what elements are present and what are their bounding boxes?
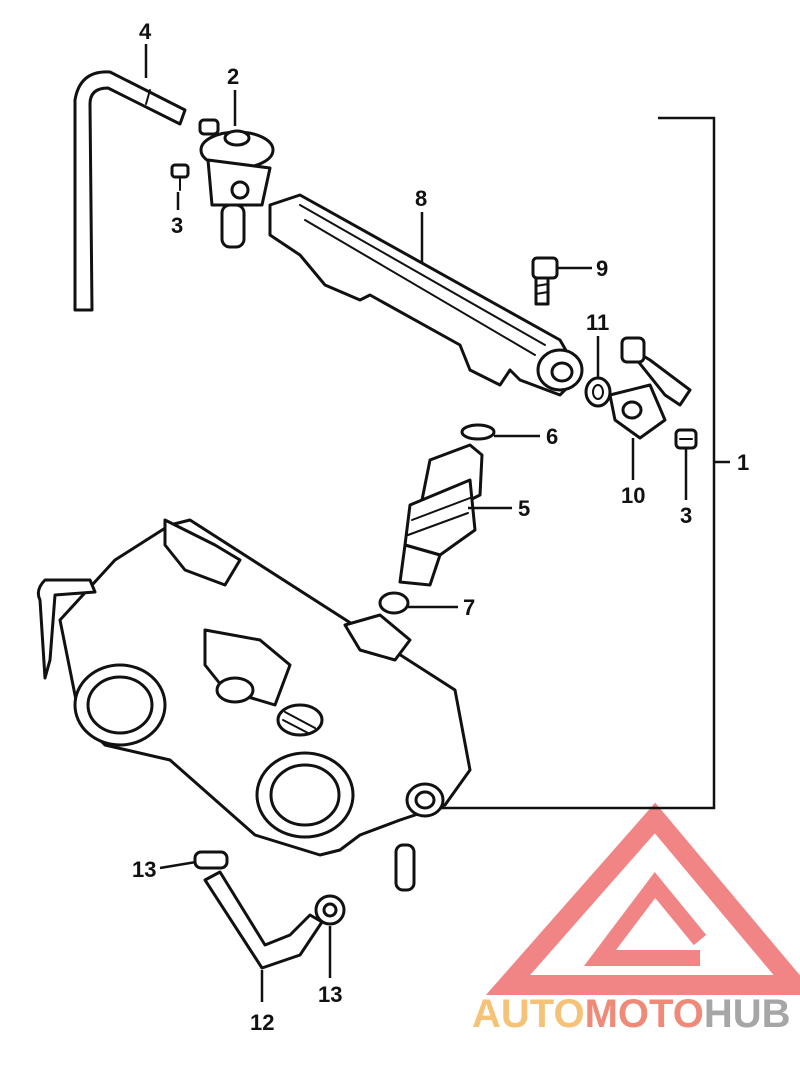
injector-seal <box>460 423 496 441</box>
callout-5: 5 <box>518 496 530 521</box>
callout-12: 12 <box>250 1010 274 1035</box>
hose-clamp-lower <box>314 894 346 926</box>
watermark-moto: MOTO <box>585 992 704 1036</box>
logo-triangle <box>485 802 800 995</box>
fuel-injector <box>398 443 484 587</box>
callout-6: 6 <box>546 424 558 449</box>
o-ring-11 <box>584 376 612 408</box>
watermark-auto: AUTO <box>472 992 585 1036</box>
assembly-bracket <box>440 116 730 810</box>
automotohub-logo <box>485 802 800 995</box>
callout-1: 1 <box>737 450 749 475</box>
screw-right <box>674 428 698 450</box>
callout-10: 10 <box>621 483 645 508</box>
injector-grommet <box>378 591 410 615</box>
vacuum-hose <box>73 70 187 312</box>
coolant-hose <box>203 870 324 970</box>
leader-lines <box>144 44 688 1002</box>
callout-7: 7 <box>463 595 475 620</box>
fuel-pipe-joint <box>608 336 692 440</box>
callout-2: 2 <box>227 64 239 89</box>
callout-13-left: 13 <box>132 857 156 882</box>
callout-13-bottom: 13 <box>318 982 342 1007</box>
watermark-text: AUTOMOTOHUB <box>472 992 791 1036</box>
callout-4: 4 <box>139 19 152 44</box>
callout-9: 9 <box>596 256 608 281</box>
logo-letter-g <box>583 872 707 966</box>
bolt <box>531 256 559 306</box>
callout-8: 8 <box>415 186 427 211</box>
callout-3-right: 3 <box>680 503 692 528</box>
pressure-regulator <box>198 118 275 249</box>
callout-11: 11 <box>586 310 609 335</box>
fuel-rail <box>268 193 584 397</box>
screw-upper <box>170 163 190 191</box>
callout-3-upper: 3 <box>171 213 183 238</box>
watermark-hub: HUB <box>704 992 791 1036</box>
throttle-body <box>36 518 472 892</box>
hose-clamp-upper <box>193 850 229 870</box>
